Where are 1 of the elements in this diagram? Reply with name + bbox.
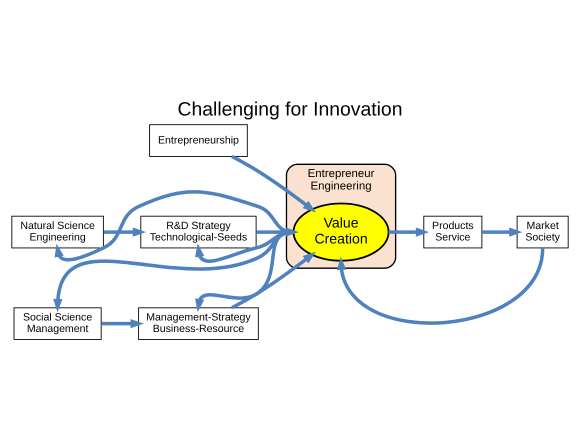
diagram-title: Challenging for Innovation: [178, 98, 402, 120]
